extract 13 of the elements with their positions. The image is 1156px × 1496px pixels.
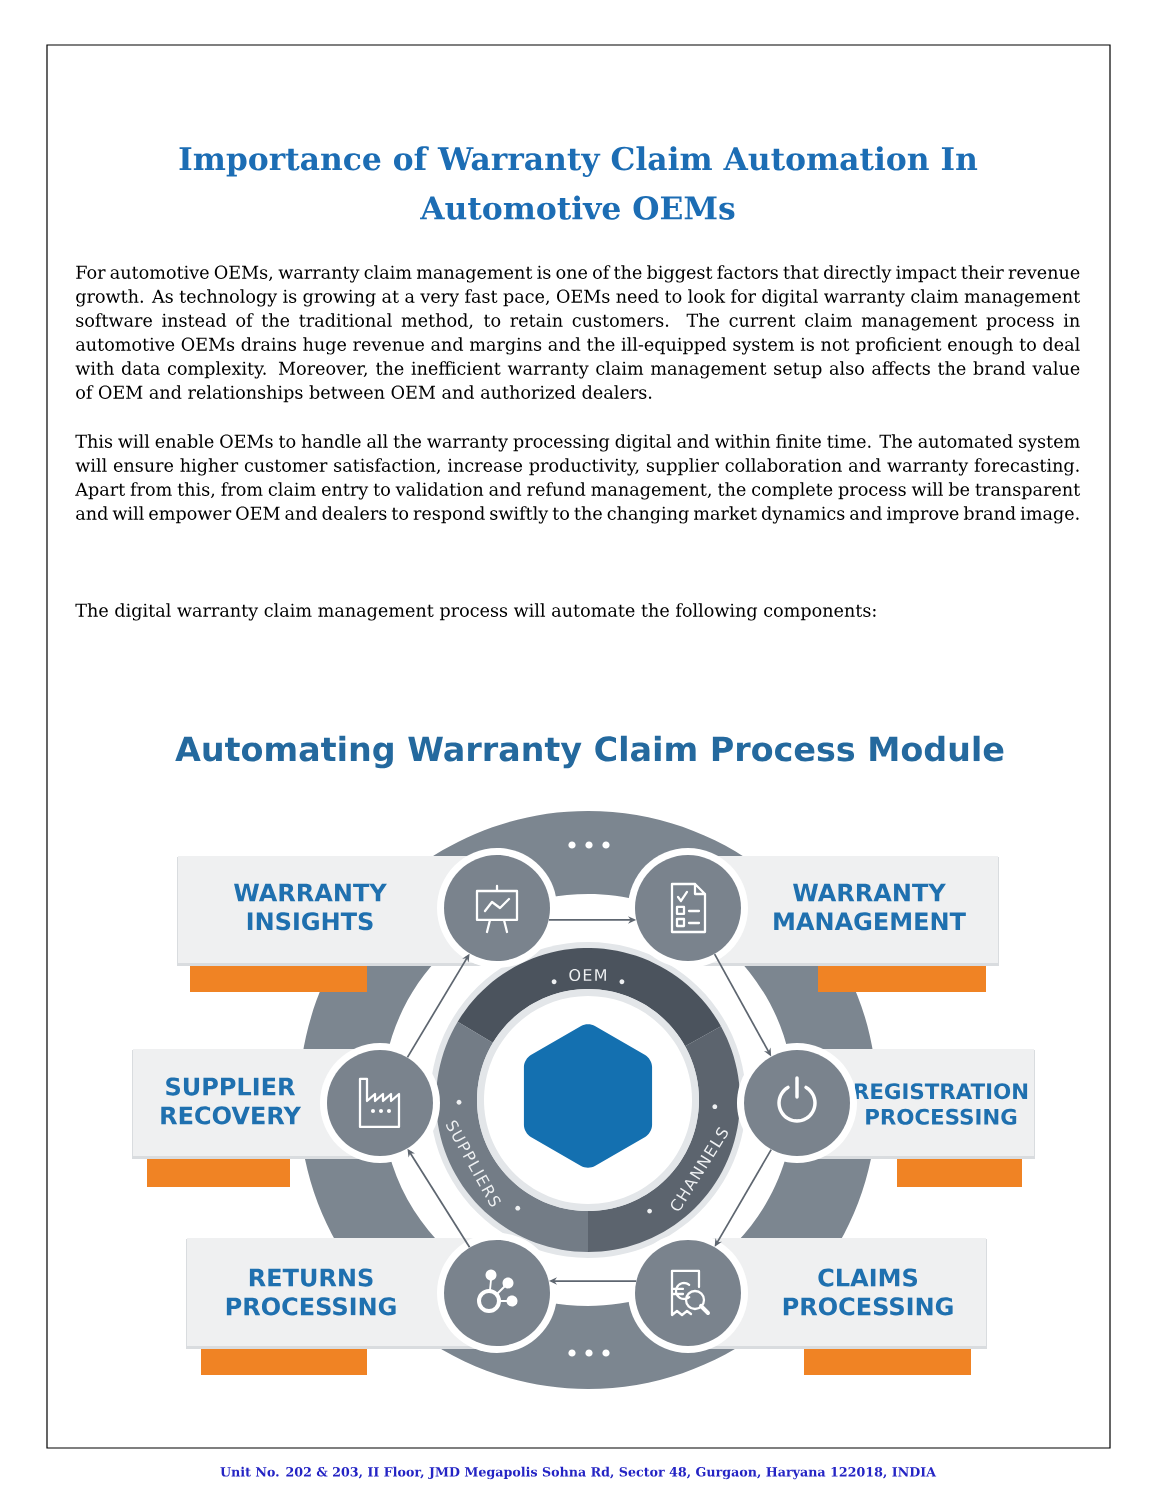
paragraph: For automotive OEMs, warranty claim management is one of the biggest factors that directly impact their revenue growth. As technology is growing at a very fast pace, OEMs need to look for digital warranty claim management software instead of the traditional method, to retain customers. The current claim management process in automotive OEMs drains huge revenue and margins and the ill-equipped system is not proficient enough to deal with data complexity. Moreover, the inefficient warranty claim management setup also affects the brand value of OEM and relationships between OEM and authorized dealers.	[75, 265, 1081, 403]
diagram-heading: Automating Warranty Claim Process Module	[175, 735, 1004, 769]
icon-circle	[628, 848, 748, 968]
arrow	[714, 1148, 773, 1247]
footer: Unit No. 202 & 203, II Floor, JMD Megapolis Sohna Rd, Sector 48, Gurgaon, Haryana 122018, INDIA	[220, 1466, 937, 1480]
icon-circle	[320, 1043, 440, 1163]
icon-circle	[737, 1043, 857, 1163]
icon-circle	[437, 848, 557, 968]
icon-circle	[437, 1233, 557, 1353]
paragraph: This will enable OEMs to handle all the warranty processing digital and within finite time. The automated system will ensure higher customer satisfaction, increase productivity, supplier collaboration and warranty forecasting. Apart from this, from claim entry to validation and refund management, the complete process will be transparent and will empower OEM and dealers to respond swiftly to the changing market dynamics and improve brand image.	[75, 434, 1081, 524]
ring-label: OEM	[569, 968, 606, 982]
paragraph: The digital warranty claim management process will automate the following components:	[75, 603, 876, 621]
title: Importance of Warranty Claim Automation In Automotive OEMs	[179, 146, 978, 220]
